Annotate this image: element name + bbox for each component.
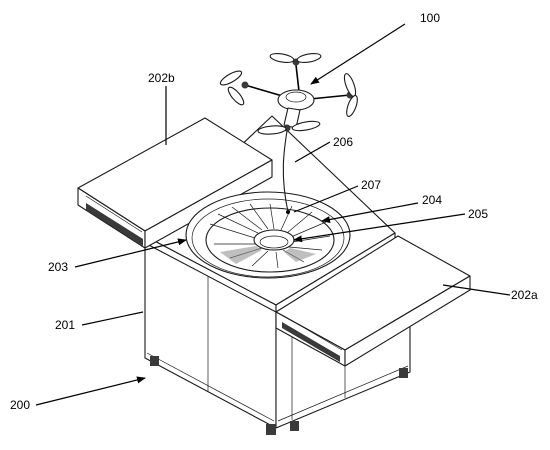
foot — [399, 368, 408, 378]
leader-204 — [321, 202, 419, 223]
leader-206 — [294, 141, 331, 163]
foot — [150, 356, 159, 366]
leader-203 — [74, 238, 187, 268]
drone-100 — [219, 52, 358, 213]
label-100: 100 — [420, 11, 440, 25]
leader-207 — [293, 185, 359, 213]
center-pad-inner — [259, 235, 289, 249]
leader-202a — [442, 284, 511, 296]
label-203: 203 — [48, 260, 68, 274]
leader-201 — [81, 311, 144, 326]
tether-206 — [282, 130, 289, 213]
label-201: 201 — [55, 318, 75, 332]
cover-slot — [86, 203, 143, 246]
cover-202b — [77, 117, 273, 249]
propeller — [257, 120, 321, 135]
cover-side — [344, 275, 471, 367]
label-206: 206 — [333, 135, 353, 149]
leader-200 — [35, 376, 146, 406]
label-207: 207 — [361, 178, 381, 192]
cover-202a — [275, 235, 471, 367]
label-204: 204 — [422, 193, 442, 207]
station-body — [77, 115, 471, 435]
label-202b: 202b — [148, 71, 175, 85]
leader-205 — [293, 213, 466, 243]
label-205: 205 — [468, 207, 488, 221]
label-202a: 202a — [511, 288, 538, 302]
funnel-guides — [209, 203, 331, 269]
reference-numerals: 100 202b 206 207 204 205 203 202a 201 20… — [10, 11, 538, 412]
cover-slot — [282, 322, 340, 362]
foot — [266, 424, 276, 435]
propeller — [219, 70, 245, 106]
propeller — [269, 52, 322, 64]
leader-lines — [35, 23, 511, 406]
label-200: 200 — [10, 398, 30, 412]
leader-100 — [310, 23, 406, 85]
cover-side — [144, 159, 273, 249]
foot — [290, 421, 299, 431]
propeller — [343, 73, 358, 117]
drone-hub — [277, 89, 315, 111]
center-pad — [253, 229, 295, 251]
landing-ring-lip — [191, 198, 345, 278]
